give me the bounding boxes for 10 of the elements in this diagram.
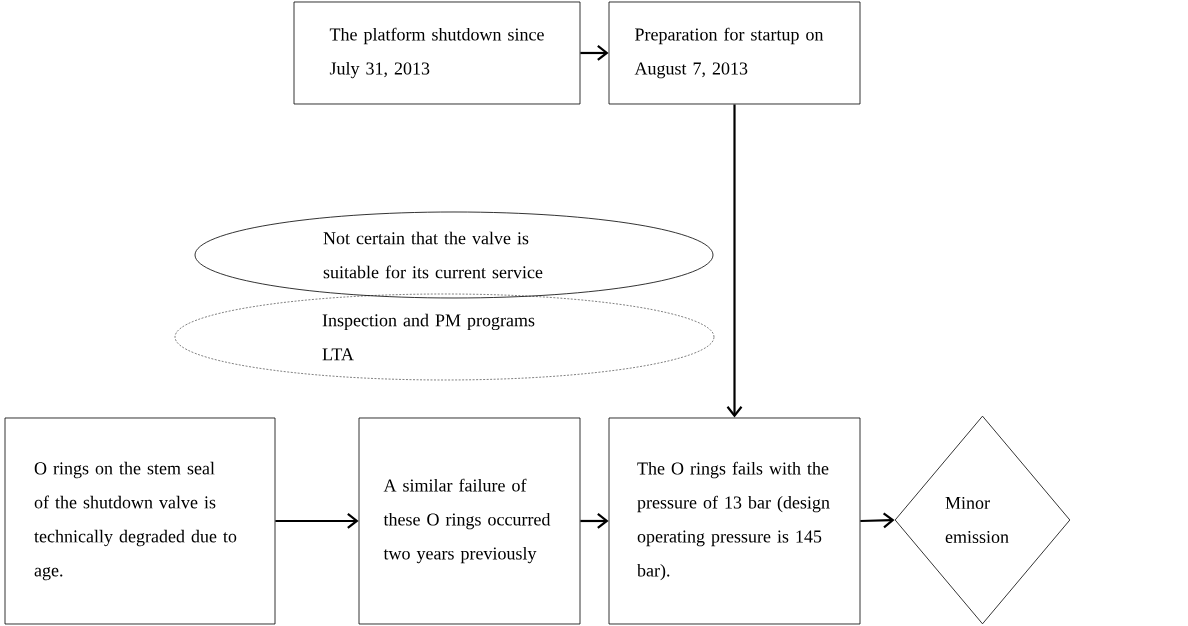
arrow <box>580 513 609 529</box>
process-box: Preparation for startup on August 7, 2013 <box>608 1 861 105</box>
arrow <box>275 513 359 529</box>
arrow <box>860 512 895 529</box>
arrow <box>726 104 743 418</box>
process-box: The platform shutdown since July 31, 2013 <box>293 1 581 105</box>
process-box: The O rings fails with the pressure of 13 bar (design operating pressure is 145 bar). <box>608 417 861 625</box>
process-box: A similar failure of these O rings occurred two years previously <box>358 417 581 625</box>
arrow <box>580 45 609 61</box>
process-box: O rings on the stem seal of the shutdown valve is technically degraded due to age. <box>4 417 276 625</box>
